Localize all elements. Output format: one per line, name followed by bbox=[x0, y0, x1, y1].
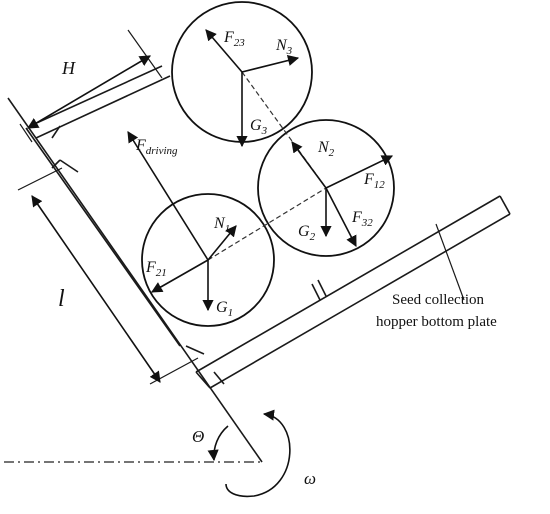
contact-line-1-2 bbox=[207, 187, 327, 261]
f32-arrow bbox=[325, 187, 357, 247]
dimension-h: H bbox=[19, 29, 163, 143]
g3-label: G3 bbox=[250, 117, 268, 137]
n2-label: N2 bbox=[317, 139, 335, 159]
f23-arrow bbox=[205, 29, 243, 73]
forces-seed-2: N2 F12 G2 F32 bbox=[291, 139, 394, 247]
dimension-h-label: H bbox=[61, 58, 76, 78]
f32-label: F32 bbox=[351, 209, 373, 229]
n3-arrow bbox=[241, 55, 300, 73]
dimension-l: l bbox=[17, 167, 199, 385]
f21-arrow bbox=[151, 259, 209, 293]
callout-line-2: hopper bottom plate bbox=[376, 314, 497, 330]
callout-line-1: Seed collection bbox=[392, 292, 485, 308]
callout-leader-line bbox=[435, 223, 465, 301]
f23-label: F23 bbox=[223, 29, 245, 49]
angle-theta: Θ bbox=[192, 425, 229, 462]
callout-bottom-plate: Seed collection hopper bottom plate bbox=[376, 292, 497, 330]
f-driving-label: Fdriving bbox=[135, 137, 178, 157]
theta-label: Θ bbox=[192, 427, 204, 446]
n3-label: N3 bbox=[275, 37, 293, 57]
rotation-omega: ω bbox=[225, 409, 316, 498]
hopper-top-plate bbox=[29, 65, 171, 139]
g2-label: G2 bbox=[298, 223, 316, 243]
f-driving-arrow bbox=[127, 131, 209, 261]
g1-label: G1 bbox=[216, 299, 233, 319]
n1-arrow bbox=[207, 225, 237, 261]
forces-seed-1: N1 F21 G1 Fdriving bbox=[127, 131, 237, 319]
f12-label: F12 bbox=[363, 171, 385, 191]
n2-arrow bbox=[291, 141, 327, 189]
dimension-l-label: l bbox=[58, 286, 65, 312]
forces-seed-3: F23 N3 G3 bbox=[205, 29, 300, 148]
n1-label: N1 bbox=[213, 215, 230, 235]
omega-label: ω bbox=[304, 469, 316, 488]
f21-label: F21 bbox=[145, 259, 167, 279]
f12-arrow bbox=[325, 155, 394, 189]
hopper-bottom-plate bbox=[195, 195, 511, 389]
